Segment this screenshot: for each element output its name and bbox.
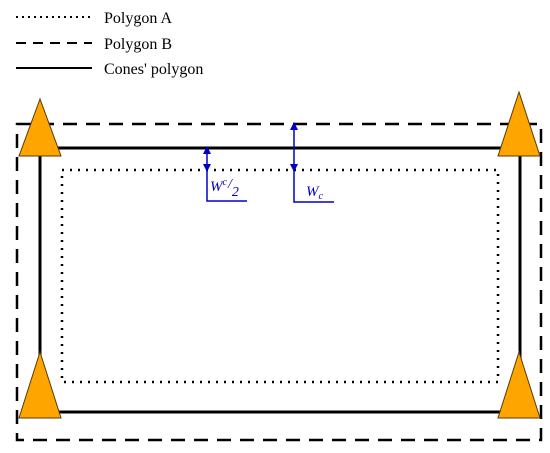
legend-label-polygon-a: Polygon A bbox=[104, 10, 172, 27]
label-full-width-subscript: c bbox=[319, 191, 324, 202]
legend-label-polygon-b: Polygon B bbox=[104, 36, 172, 53]
legend: Polygon A Polygon B Cones' polygon bbox=[16, 10, 203, 78]
legend-label-cones-polygon: Cones' polygon bbox=[104, 61, 203, 78]
legend-item-polygon-b: Polygon B bbox=[16, 36, 172, 53]
cones-polygon bbox=[38, 146, 522, 414]
legend-item-cones-polygon: Cones' polygon bbox=[16, 61, 203, 78]
cone-icon bbox=[18, 97, 62, 157]
label-half-width-divisor: 2 bbox=[232, 185, 239, 200]
cone-bottom-right bbox=[497, 350, 541, 419]
label-half-width-symbol: W bbox=[210, 179, 224, 195]
legend-item-polygon-a: Polygon A bbox=[16, 10, 172, 27]
polygon-b bbox=[15, 122, 543, 442]
dimension-leader-half bbox=[206, 170, 247, 202]
dimension-full-width: Wc bbox=[290, 122, 334, 203]
cone-icon bbox=[497, 90, 541, 157]
dimension-leader-full bbox=[293, 170, 334, 203]
label-half-width-slash: / bbox=[227, 177, 233, 192]
cone-icon bbox=[18, 350, 62, 419]
cone-top-right bbox=[497, 90, 541, 157]
label-full-width: Wc bbox=[306, 184, 324, 202]
polygon-a bbox=[60, 168, 500, 384]
cone-top-left bbox=[18, 97, 62, 157]
cone-bottom-left bbox=[18, 350, 62, 419]
label-half-width-subscript: c bbox=[223, 177, 228, 188]
cone-icon bbox=[497, 350, 541, 419]
label-half-width: Wc/2 bbox=[210, 177, 239, 200]
dimension-half-width: Wc/2 bbox=[203, 146, 247, 202]
label-full-width-symbol: W bbox=[306, 184, 320, 200]
